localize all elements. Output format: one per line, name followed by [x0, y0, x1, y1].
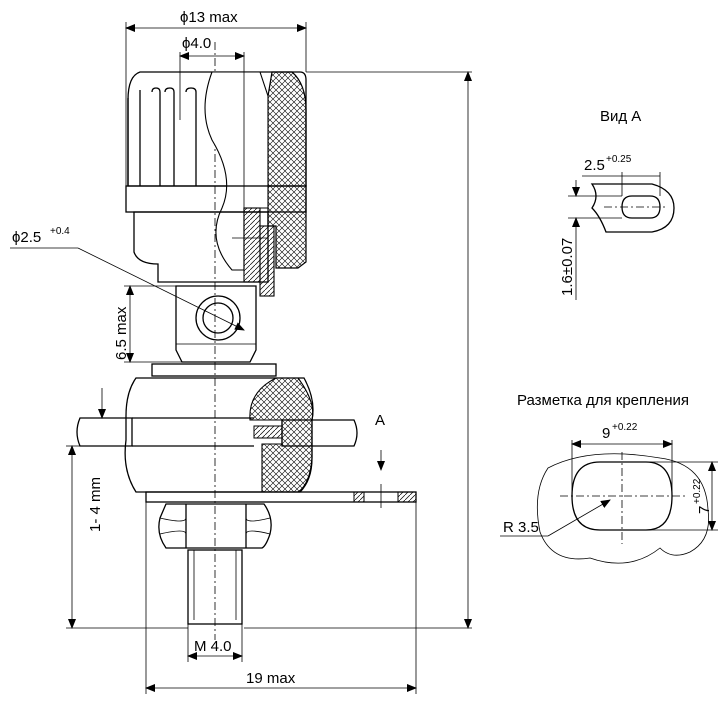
hex-nut: [158, 503, 272, 549]
mounting-width: 9: [602, 425, 610, 442]
view-a-slot: [621, 195, 661, 219]
view-a-title: Вид А: [600, 108, 641, 125]
dim-panel-thickness: 1- 4 mm: [87, 477, 104, 532]
sleeve-hatch-right: [259, 225, 275, 297]
sleeve-hatch-left: [243, 207, 261, 283]
threaded-stud: [187, 549, 243, 625]
mounting-marking: Разметка для крепления 9 +0.22 7 +0.22 R…: [500, 392, 718, 564]
break-line: [204, 71, 269, 271]
cap-section-hatch: [267, 71, 307, 269]
section-marker-label: A: [375, 412, 385, 429]
view-a-slot-width: 2.5: [584, 157, 605, 174]
nut-chamfer-arcs: [159, 517, 271, 535]
mounting-panel: [76, 417, 133, 447]
dim-hole-diameter: ϕ2.5: [12, 229, 41, 246]
terminal-side-view: [76, 42, 417, 640]
mounting-height: 7: [696, 506, 713, 514]
mounting-width-tol: +0.22: [612, 422, 638, 433]
view-a-slot-tol: +0.25: [606, 154, 632, 165]
view-a: Вид А 2.5 +0.25 1.6±0.07: [559, 108, 675, 300]
hole-leader: [77, 247, 245, 331]
radius-leader: [547, 499, 611, 537]
cross-hole-outer: [195, 295, 241, 341]
dim-thread: M 4.0: [194, 638, 232, 655]
cap-knurl-ribs: [127, 87, 197, 186]
dim-base-width: 19 max: [246, 670, 296, 687]
dim-hole-height: 6.5 max: [113, 306, 130, 360]
view-a-thickness: 1.6±0.07: [559, 238, 576, 296]
mounting-title: Разметка для крепления: [517, 392, 689, 409]
lug-hatch-1: [353, 491, 365, 503]
solder-lug: [145, 491, 417, 503]
mounting-surface-outline: [536, 453, 709, 564]
dim-hole-tolerance: +0.4: [50, 226, 70, 237]
dimensions: ϕ13 max ϕ4.0 ϕ2.5 +0.4 6.5 max 1- 4 mm M…: [10, 9, 472, 694]
dim-outer-diameter: ϕ13 max: [180, 9, 238, 26]
body-section-hatch: [249, 377, 314, 493]
cap-lower: [133, 211, 269, 283]
mounting-radius: R 3.5: [503, 519, 539, 536]
mounting-height-tol: +0.22: [692, 478, 703, 504]
cross-hole-inner: [202, 302, 234, 334]
upper-washer: [151, 363, 277, 377]
lug-hatch-2: [397, 491, 417, 503]
dim-pin-diameter: ϕ4.0: [182, 35, 211, 52]
mounting-panel-right: [281, 419, 358, 447]
panel-inner-cut: [253, 425, 283, 439]
neck: [175, 285, 257, 363]
view-a-lug-outline: [590, 183, 675, 233]
